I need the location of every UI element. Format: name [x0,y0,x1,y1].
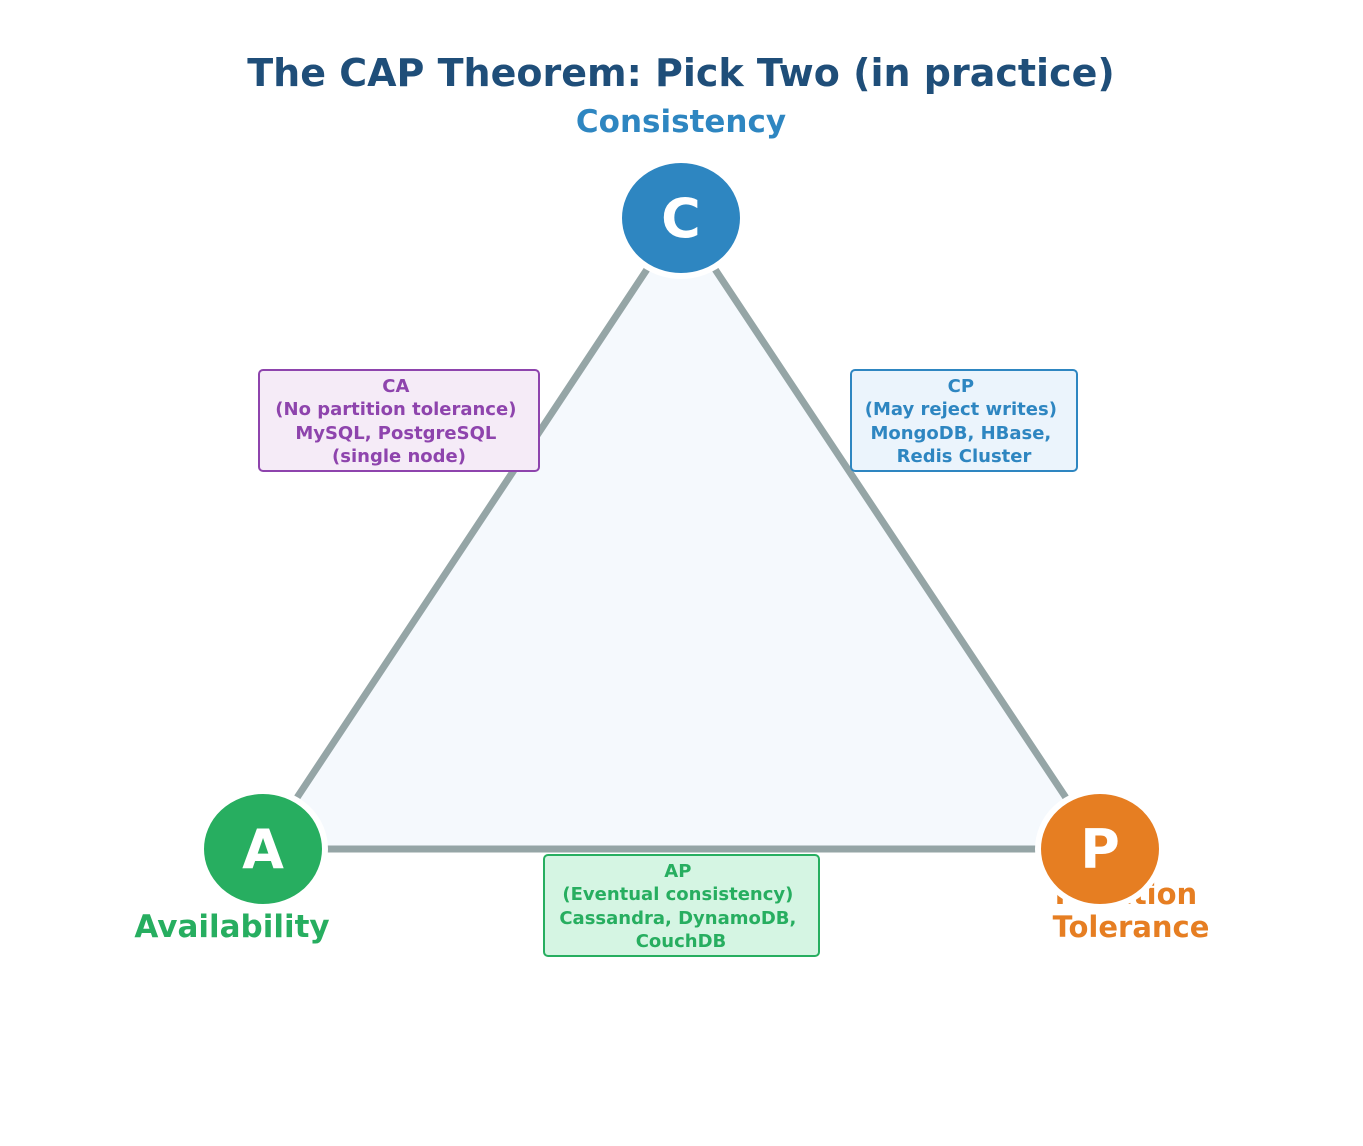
ap-line-3: Cassandra, DynamoDB, [559,908,796,929]
ca-line-4: (single node) [332,446,466,467]
consistency-node-letter: C [661,187,701,250]
partition-label-line-2: Tolerance [1053,910,1210,944]
ap-box-text: AP (Eventual consistency) Cassandra, Dyn… [559,861,802,952]
availability-node-letter: A [242,818,284,881]
consistency-label-line-1: Consistency [576,104,786,140]
cp-box-text: CP (May reject writes) MongoDB, HBase, R… [865,376,1063,467]
availability-label-line-1: Availability [134,909,329,945]
ap-edge-box: AP (Eventual consistency) Cassandra, Dyn… [543,854,820,957]
consistency-label: Consistency [576,104,786,140]
cp-box-background [850,369,1078,472]
ap-line-2: (Eventual consistency) [562,884,793,905]
cp-line-1: CP [948,376,974,397]
ap-box-background [543,854,820,957]
partition-tolerance-node-letter: P [1080,818,1120,881]
consistency-node-circle [616,157,746,279]
ap-line-1: AP [664,861,691,882]
ca-line-1: CA [382,376,409,397]
vertex-availability: A Availability [134,788,330,945]
cp-line-3: MongoDB, HBase, [870,423,1051,444]
ap-line-4: CouchDB [636,931,727,952]
partition-tolerance-node-circle [1035,788,1165,910]
diagram-title: The CAP Theorem: Pick Two (in practice) [247,51,1114,95]
ca-line-3: MySQL, PostgreSQL [295,423,496,444]
availability-label: Availability [134,909,329,945]
ca-line-2: (No partition tolerance) [275,399,516,420]
cp-edge-box: CP (May reject writes) MongoDB, HBase, R… [850,369,1078,472]
cp-line-2: (May reject writes) [865,399,1057,420]
ca-edge-box: CA (No partition tolerance) MySQL, Postg… [258,369,540,472]
vertex-consistency: C Consistency [576,104,786,279]
ca-box-background [258,369,540,472]
vertex-partition-tolerance: Partition Tolerance P [1035,788,1210,944]
ca-box-text: CA (No partition tolerance) MySQL, Postg… [275,376,522,467]
cap-triangle [256,211,1107,853]
cp-line-4: Redis Cluster [897,446,1032,467]
availability-node-circle [198,788,328,910]
